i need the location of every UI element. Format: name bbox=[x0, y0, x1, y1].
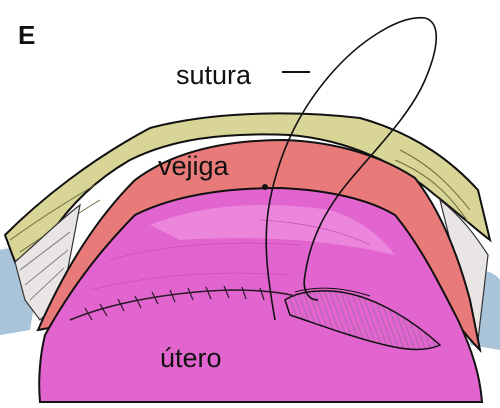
label-sutura: sutura bbox=[176, 62, 251, 89]
label-vejiga: vejiga bbox=[158, 153, 229, 180]
label-utero: útero bbox=[160, 345, 222, 372]
panel-letter: E bbox=[18, 22, 35, 48]
